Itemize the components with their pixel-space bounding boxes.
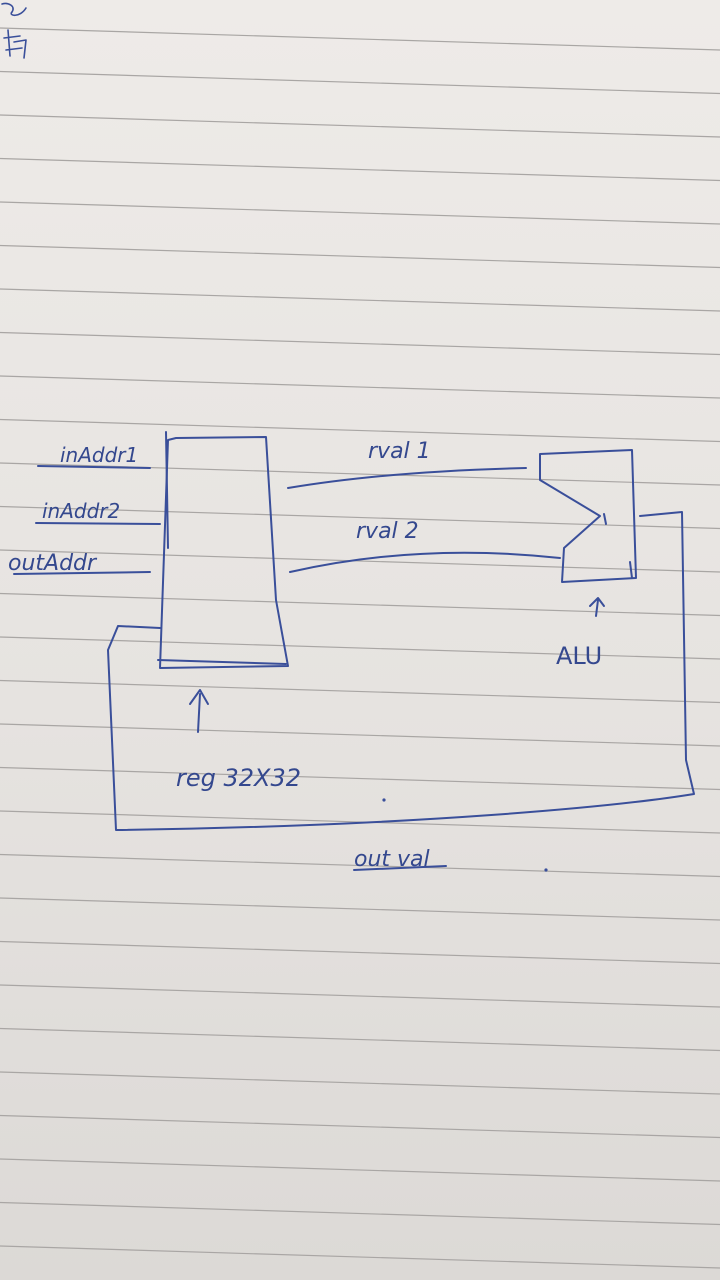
alu-shape xyxy=(539,449,637,583)
reg-label-dot xyxy=(382,798,386,802)
ruled-line xyxy=(0,984,720,1008)
reg-arrow-icon xyxy=(189,689,209,733)
register-file-box xyxy=(159,436,289,669)
ruled-line xyxy=(0,375,720,399)
corner-doodle xyxy=(1,2,27,59)
ruled-line xyxy=(0,114,720,138)
alu-detail xyxy=(603,513,633,579)
ruled-line xyxy=(0,549,720,573)
ruled-line xyxy=(0,592,720,617)
label-reg: reg 32X32 xyxy=(176,764,301,792)
ruled-line xyxy=(0,27,720,51)
label-in-addr2: inAddr2 xyxy=(42,499,120,523)
underline-out-val xyxy=(353,865,447,871)
register-file-box-inner xyxy=(157,659,287,665)
label-rval2: rval 2 xyxy=(356,519,419,544)
ruled-line xyxy=(0,157,720,182)
ruled-line xyxy=(0,331,720,356)
ruled-line xyxy=(0,636,720,660)
ruled-line xyxy=(0,723,720,747)
ruled-line xyxy=(0,766,720,791)
wire-rval1 xyxy=(287,467,527,489)
ruled-line xyxy=(0,244,720,269)
alu-arrow-icon xyxy=(589,597,605,617)
ruled-line xyxy=(0,853,720,878)
wire-rval2 xyxy=(289,551,561,573)
ruled-line xyxy=(0,940,720,965)
ruled-line xyxy=(0,1071,720,1095)
out-val-dot xyxy=(544,868,548,872)
ruled-lines xyxy=(0,27,720,1269)
ruled-line xyxy=(0,1114,720,1139)
underline-in-addr2 xyxy=(35,522,161,525)
label-in-addr1: inAddr1 xyxy=(60,443,138,467)
ruled-line xyxy=(0,1201,720,1226)
ruled-line xyxy=(0,505,720,530)
label-rval1: rval 1 xyxy=(368,439,431,464)
ruled-line xyxy=(0,1158,720,1182)
label-out-addr: outAddr xyxy=(8,551,98,576)
underline-out-addr xyxy=(13,571,151,575)
underline-in-addr1 xyxy=(37,465,151,469)
ruled-line xyxy=(0,288,720,312)
wire-feedback-loop xyxy=(107,511,695,831)
ruled-line xyxy=(0,1245,720,1269)
ruled-line xyxy=(0,679,720,704)
ruled-line xyxy=(0,1027,720,1052)
ruled-line xyxy=(0,70,720,95)
label-alu: ALU xyxy=(556,642,602,670)
register-left-edge xyxy=(165,431,169,549)
ruled-line xyxy=(0,201,720,225)
ruled-line xyxy=(0,897,720,921)
ruled-line xyxy=(0,418,720,443)
